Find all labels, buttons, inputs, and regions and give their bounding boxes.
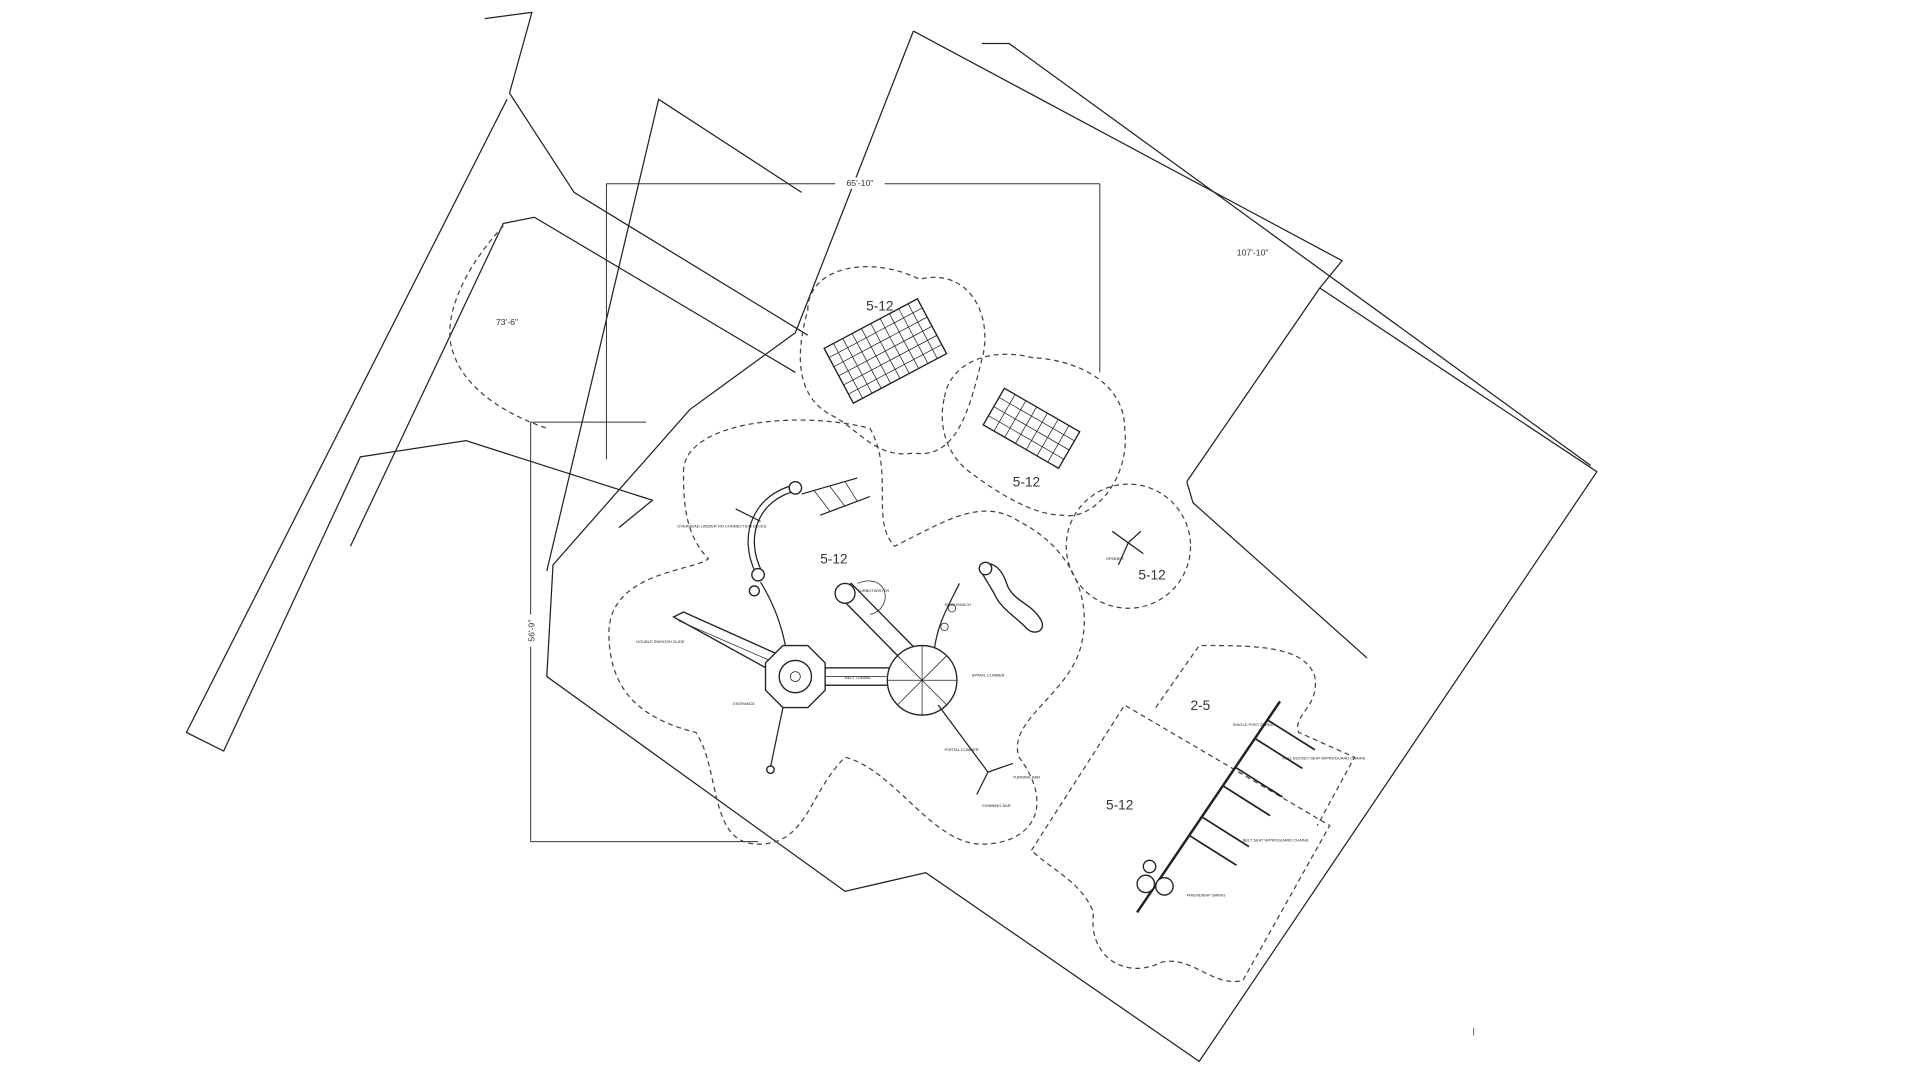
label-swing: SINGLE POST SWING — [1233, 722, 1274, 727]
dimension-top: 65'-10" — [846, 178, 873, 188]
overhead-ladder — [735, 477, 871, 582]
zone-label: 5-12 — [866, 298, 893, 313]
grid-line — [828, 307, 923, 358]
zone-label: 2-5 — [1191, 698, 1211, 713]
label-chinning: CHINNING BAR — [982, 803, 1011, 808]
grid-line — [998, 397, 1075, 442]
net-climber-2 — [982, 387, 1081, 470]
grid-line — [993, 406, 1070, 451]
label-tunnel: BELT TUNNEL — [845, 675, 872, 680]
label-spiral: SPIRAL CLIMBER — [972, 673, 1005, 678]
swing-seat — [1234, 766, 1283, 798]
label-friendship-swing: FRIENDSHIP SWING — [1187, 892, 1226, 897]
zone-label: 5-12 — [1013, 475, 1040, 490]
safety-zones — [608, 266, 1356, 983]
swing-seat — [1254, 737, 1303, 770]
swing-set — [1136, 700, 1316, 914]
zone-label: 5-12 — [1106, 797, 1133, 812]
label-slide: DOUBLE SWOOSH SLIDE — [636, 639, 684, 644]
grid-line — [843, 335, 938, 386]
label-belt-seat: BELT SEAT W/PROGUARD CHAINS — [1243, 838, 1309, 843]
swing-seat — [1201, 816, 1250, 848]
label-arch: SWOOSHACH — [944, 602, 971, 607]
swing-seat — [1222, 785, 1271, 817]
label-overhead: OVERHEAD LADDER NO CONNECTION DECKS — [677, 524, 766, 529]
net-climber-1 — [823, 297, 948, 405]
dimension-right: 107'-10" — [1237, 248, 1269, 258]
zone-label: 5-12 — [820, 552, 847, 567]
spinner — [1111, 530, 1144, 566]
play-structure — [672, 561, 1044, 795]
road-outlines — [185, 11, 809, 752]
corner-mark: | — [1473, 1026, 1475, 1036]
label-turning: TURNING BAR — [1013, 774, 1040, 779]
zone-label: 5-12 — [1138, 568, 1165, 583]
grid-line — [833, 316, 928, 367]
grid-line — [848, 344, 942, 395]
site-boundary — [546, 30, 1598, 1063]
grid-line — [988, 415, 1065, 460]
dimension-left-diag: 73'-6" — [496, 317, 518, 327]
label-portal: PORTAL CLIMBER — [944, 747, 978, 752]
label-spinner: SPINNER — [1106, 556, 1124, 561]
label-bucket-seat: FULL BUCKET SEAT W/PROGUARD CHAINS — [1282, 756, 1365, 761]
dimension-left-vert: 56'-9" — [526, 620, 536, 642]
label-twister: TURBOTWISTER — [857, 588, 889, 593]
swing-seat — [1188, 834, 1237, 866]
grid-line — [838, 325, 933, 377]
label-entrance: ENTRANCE — [733, 701, 755, 706]
swing-seat — [1267, 719, 1316, 751]
